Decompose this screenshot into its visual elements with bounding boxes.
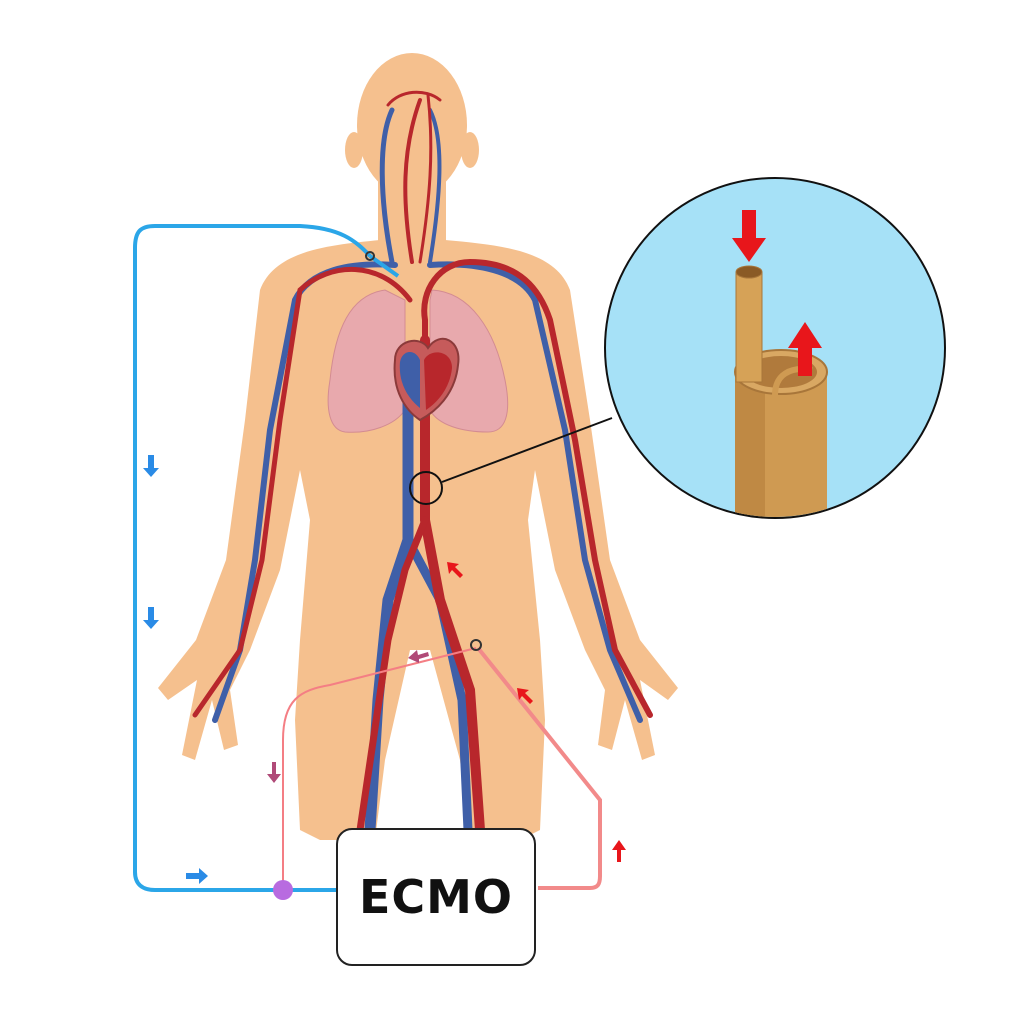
lungs (327, 289, 509, 433)
magnified-region-marker (409, 471, 443, 505)
jugular-cannula-site (365, 251, 375, 261)
red-up-arrow-icon (447, 562, 463, 578)
red-up-arrow-icon (788, 322, 822, 376)
purple-arrow-icon (267, 762, 281, 783)
red-down-arrow-icon (732, 210, 766, 262)
magnifier-connector-line (441, 417, 613, 483)
drainage-line-tip (368, 254, 400, 278)
return-line (476, 646, 602, 890)
blue-right-arrow-icon (186, 868, 208, 884)
circuit-junction (273, 880, 293, 900)
blue-down-arrow-icon (143, 607, 159, 629)
red-up-arrow-icon (612, 840, 626, 862)
ecmo-label: ECMO (358, 870, 514, 924)
magnifier-inset (604, 177, 946, 519)
blue-down-arrow-icon (143, 455, 159, 477)
flow-arrows (143, 455, 626, 884)
purple-arrow-icon (408, 650, 429, 663)
body-silhouette (158, 53, 678, 840)
heart (393, 337, 460, 422)
drainage-line (133, 224, 372, 892)
dual-lumen-cannula-icon (734, 265, 828, 517)
reperfusion-line (282, 647, 477, 890)
ecmo-machine-box: ECMO (336, 828, 536, 966)
arteries (192, 90, 653, 835)
red-up-arrow-icon (517, 688, 533, 704)
femoral-cannula-site (470, 639, 482, 651)
